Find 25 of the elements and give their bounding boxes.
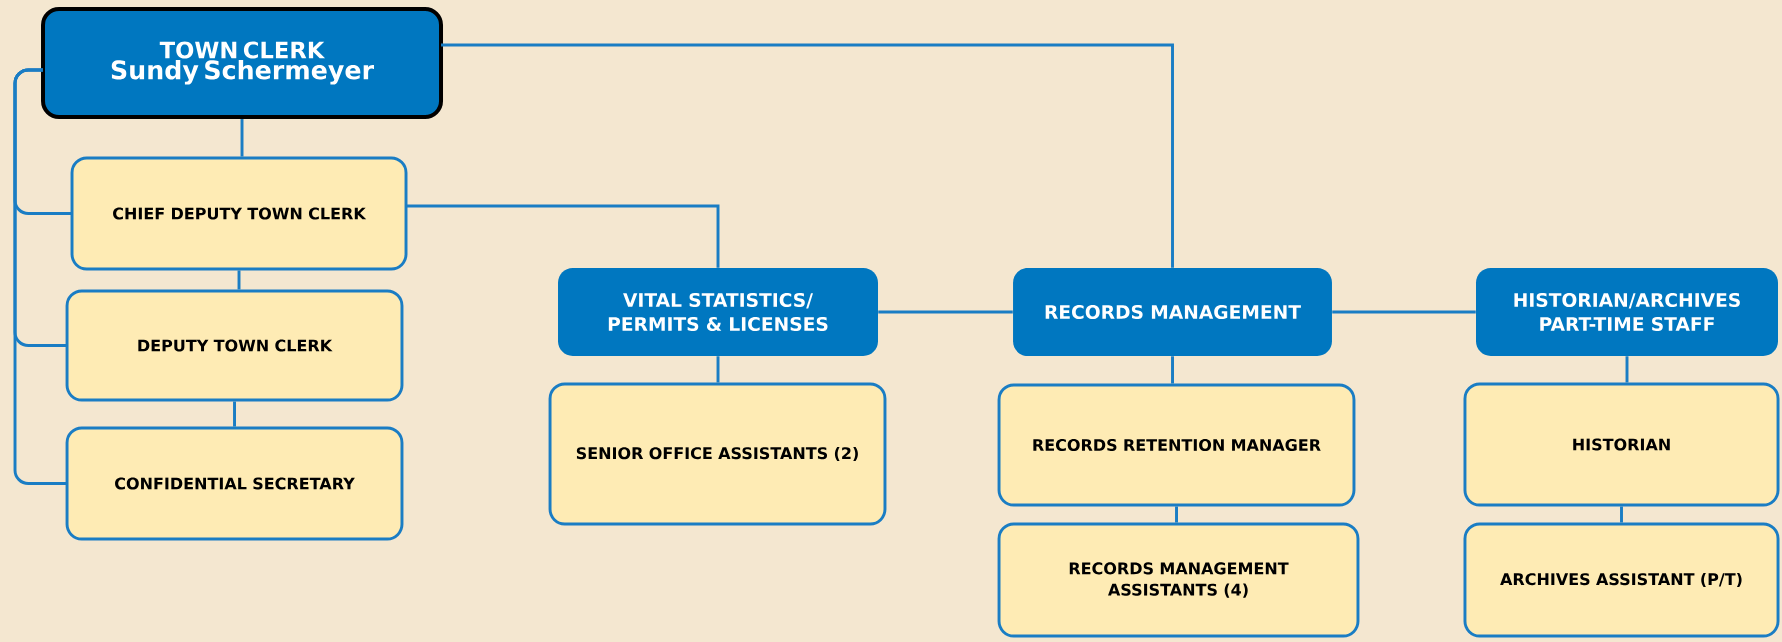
position-box: RECORDS MANAGEMENT ASSISTANTS (4)	[997, 522, 1360, 638]
connector-line	[1620, 506, 1623, 523]
connector-line	[1625, 356, 1629, 383]
connector-line	[233, 401, 236, 427]
department-box: HISTORIAN/ARCHIVES PART-TIME STAFF	[1476, 268, 1778, 356]
position-box: CONFIDENTIAL SECRETARY	[65, 426, 404, 541]
connector-line	[878, 310, 1013, 314]
connector-line	[240, 119, 244, 157]
connector-line	[406, 204, 720, 268]
department-box: VITAL STATISTICS/ PERMITS & LICENSES	[558, 268, 878, 356]
connector-line	[1171, 356, 1174, 384]
department-box: RECORDS MANAGEMENT	[1013, 268, 1332, 356]
connector-line	[716, 356, 720, 383]
position-box: ARCHIVES ASSISTANT (P/T)	[1463, 522, 1780, 638]
connector-line	[237, 270, 241, 290]
title-box: TOWN CLERK Sundy Schermeyer	[41, 7, 443, 119]
position-box: SENIOR OFFICE ASSISTANTS (2)	[548, 382, 887, 526]
connector-line	[13, 68, 67, 485]
connector-line	[1332, 310, 1476, 314]
connector-line	[441, 43, 1174, 268]
position-box: RECORDS RETENTION MANAGER	[997, 383, 1356, 507]
position-box: CHIEF DEPUTY TOWN CLERK	[70, 156, 408, 271]
connector-line	[1175, 506, 1178, 523]
position-box: HISTORIAN	[1463, 382, 1780, 507]
position-box: DEPUTY TOWN CLERK	[65, 289, 404, 402]
